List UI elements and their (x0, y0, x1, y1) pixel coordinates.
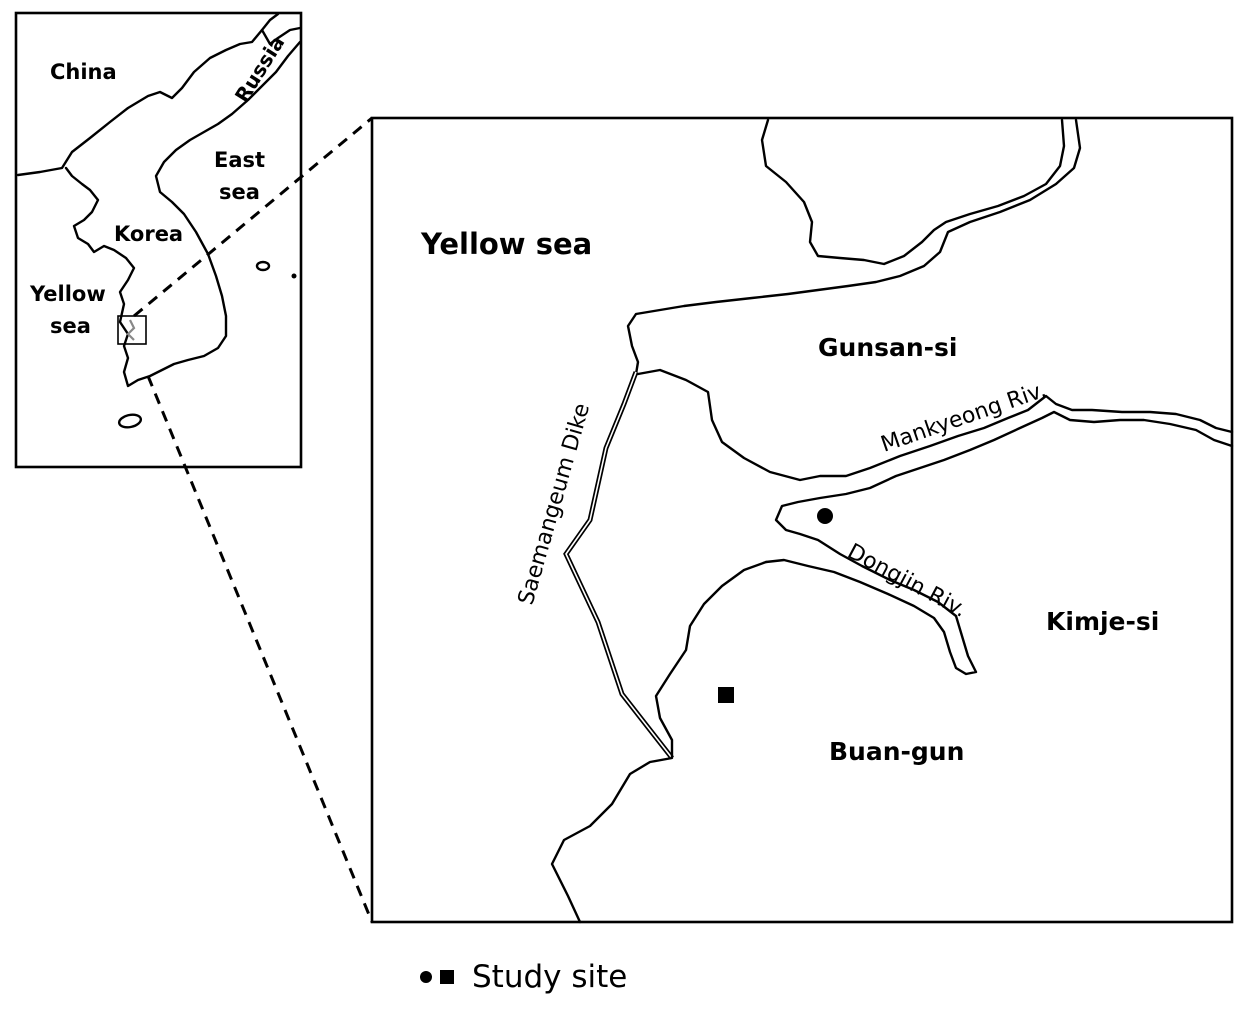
detail-mankyeong-south-bank (764, 410, 1234, 676)
inset-label-yellow-sea-line2: sea (50, 314, 91, 338)
legend: Study site (420, 955, 627, 999)
inset-label-east-sea-line2: sea (219, 180, 260, 204)
inset-ulleung-island (255, 260, 271, 272)
inset-dokdo-island (291, 273, 297, 279)
detail-north-estuary-coast (760, 118, 1066, 266)
legend-circle-icon (420, 971, 432, 983)
detail-label-yellow-sea: Yellow sea (420, 227, 592, 261)
inset-label-china: China (50, 60, 117, 84)
detail-label-mankyeong-river: Mankyeong Riv. (878, 378, 1050, 458)
detail-label-kimje: Kimje-si (1046, 607, 1159, 636)
detail-north-estuary-south-bank (626, 118, 1082, 376)
inset-map-frame (14, 11, 303, 469)
inset-map: China Russia East sea Korea Yellow sea (14, 11, 303, 469)
inset-label-korea: Korea (114, 222, 183, 246)
inset-label-russia: Russia (230, 31, 289, 106)
legend-label: Study site (472, 959, 628, 995)
zoom-leader-bottom (146, 375, 374, 923)
detail-label-gunsan: Gunsan-si (818, 333, 958, 362)
inset-label-yellow-sea-line1: Yellow (29, 282, 106, 306)
study-site-square-marker (718, 687, 734, 703)
detail-label-buan: Buan-gun (829, 737, 964, 766)
legend-square-icon (440, 970, 454, 984)
inset-study-area-box (117, 315, 147, 345)
detail-map-frame (370, 116, 1234, 924)
inset-label-east-sea-line1: East (214, 148, 265, 172)
detail-buan-coast (550, 560, 768, 924)
inset-north-coastline (16, 12, 280, 177)
saemangeum-dike-inner (565, 371, 673, 759)
detail-map: Yellow sea Gunsan-si Mankyeong Riv. Saem… (370, 116, 1234, 924)
inset-jeju-island (117, 413, 143, 429)
inset-russia-border (260, 26, 302, 46)
detail-label-saemangeum-dike: Saemangeum Dike (514, 401, 595, 608)
inset-russia-coast (64, 40, 302, 388)
detail-label-dongjin-river: Dongjin Riv. (843, 539, 971, 623)
study-site-circle-marker (817, 508, 833, 524)
inset-study-area-coast (126, 319, 136, 341)
detail-gunsan-south-coast (636, 368, 1234, 482)
zoom-leader-top (133, 116, 373, 318)
